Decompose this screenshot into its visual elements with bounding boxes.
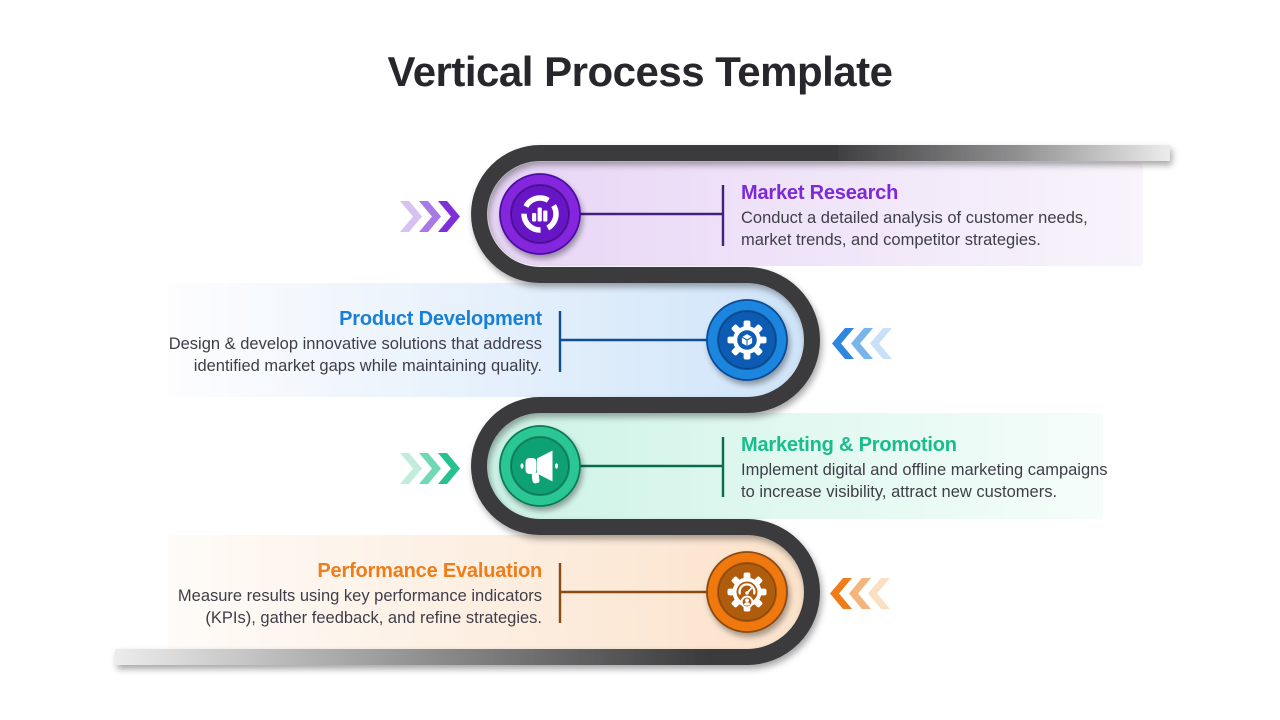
step-4-title: Performance Evaluation	[317, 560, 542, 582]
step-3-title: Marketing & Promotion	[741, 434, 957, 456]
megaphone-icon	[520, 450, 558, 484]
step-1-badge	[499, 173, 581, 255]
step-2-description-line-1: Design & develop innovative solutions th…	[168, 335, 542, 353]
chevron-right-icon	[438, 201, 460, 232]
chevron-left-icon	[849, 578, 871, 609]
step-1-description-line-1: Conduct a detailed analysis of customer …	[741, 209, 1088, 227]
chevrons-step-4	[830, 578, 890, 609]
connector-step-3	[578, 437, 725, 497]
page-title: Vertical Process Template	[387, 48, 894, 95]
chevron-left-icon	[830, 578, 852, 609]
step-3-text-block: Marketing & Promotion Implement digital …	[741, 433, 1108, 503]
step-panel-product-development	[168, 283, 804, 397]
chevron-right-icon	[419, 453, 441, 484]
step-2-text-block: Product Development Design & develop inn…	[168, 307, 543, 377]
connector-step-1	[578, 185, 725, 246]
step-1-title: Market Research	[741, 182, 899, 204]
chevrons-step-3	[400, 453, 460, 484]
chevrons-step-1	[400, 201, 460, 232]
chevrons-step-2	[832, 328, 892, 359]
step-3-description-line-1: Implement digital and offline marketing …	[741, 461, 1108, 479]
step-4-description-line-2: (KPIs), gather feedback, and refine stra…	[205, 608, 542, 627]
step-panel-market-research	[488, 162, 1144, 266]
connector-step-4	[558, 563, 712, 623]
step-3-badge	[499, 425, 581, 507]
gauge-gear-icon	[727, 572, 767, 612]
step-panel-performance-evaluation	[168, 535, 804, 649]
chevron-right-icon	[419, 201, 441, 232]
step-1-text-block: Market Research Conduct a detailed analy…	[741, 181, 1088, 251]
step-panels	[168, 162, 1144, 649]
step-4-text-block: Performance Evaluation Measure results u…	[178, 559, 542, 629]
step-2-description-line-2: identified market gaps while maintaining…	[193, 356, 542, 375]
step-connectors	[558, 185, 725, 623]
connector-step-2	[558, 311, 712, 372]
process-path-tube	[471, 145, 838, 665]
step-2-badge	[706, 299, 788, 381]
step-4-description-line-1: Measure results using key performance in…	[177, 587, 542, 605]
gear-cube-icon	[727, 320, 767, 360]
chevron-left-icon	[870, 328, 892, 359]
chevron-right-icon	[438, 453, 460, 484]
pie-chart-icon	[521, 195, 559, 233]
step-panel-marketing-promotion	[487, 413, 1103, 519]
step-2-title: Product Development	[339, 308, 542, 330]
step-4-badge	[706, 551, 788, 633]
chevron-left-icon	[868, 578, 890, 609]
serpentine-process-path	[115, 145, 1170, 665]
step-1-description-line-2: market trends, and competitor strategies…	[741, 230, 1041, 249]
chevron-right-icon	[400, 453, 422, 484]
chevron-right-icon	[400, 201, 422, 232]
chevron-left-icon	[851, 328, 873, 359]
chevron-left-icon	[832, 328, 854, 359]
step-3-description-line-2: to increase visibility, attract new cust…	[741, 482, 1058, 501]
